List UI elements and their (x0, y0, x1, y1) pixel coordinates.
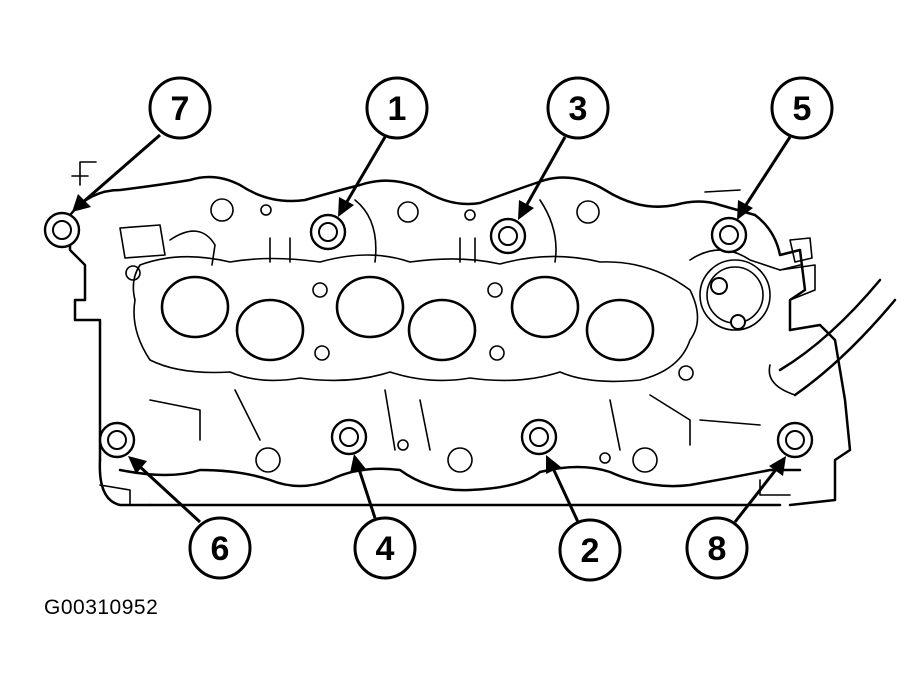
bolt-2 (520, 418, 558, 456)
callout-label-8: 8 (708, 530, 727, 568)
bolt-7 (43, 211, 81, 249)
callout-4: 4 (350, 454, 417, 580)
callout-label-2: 2 (581, 532, 600, 570)
figure-id-label: G00310952 (44, 596, 159, 619)
callout-label-1: 1 (388, 90, 407, 128)
callout-2: 2 (546, 455, 622, 582)
callout-8: 8 (685, 456, 786, 580)
intake-port (160, 275, 230, 339)
intake-ports (160, 275, 655, 362)
intake-port (335, 275, 405, 339)
callout-6: 6 (128, 456, 252, 580)
callout-label-5: 5 (793, 90, 812, 128)
intake-port (235, 298, 305, 362)
bolt-3 (489, 217, 527, 255)
manifold-outline (68, 161, 897, 507)
intake-port (407, 298, 477, 362)
bolt-6 (98, 421, 136, 459)
callout-label-4: 4 (376, 530, 395, 568)
callouts: 7 1 3 5 6 (72, 76, 834, 582)
callout-label-3: 3 (569, 90, 588, 128)
callout-1: 1 (338, 76, 429, 217)
callout-3: 3 (518, 76, 610, 220)
callout-7: 7 (72, 76, 212, 212)
bolt-4 (330, 418, 368, 456)
bolt-5 (710, 216, 748, 254)
intake-port (585, 298, 655, 362)
intake-port (510, 275, 580, 339)
callout-5: 5 (737, 76, 834, 220)
callout-label-6: 6 (211, 530, 230, 568)
callout-label-7: 7 (171, 90, 190, 128)
bolt-8 (776, 421, 814, 459)
locator-holes (125, 198, 694, 473)
bolts (43, 211, 814, 459)
bolt-1 (309, 213, 347, 251)
